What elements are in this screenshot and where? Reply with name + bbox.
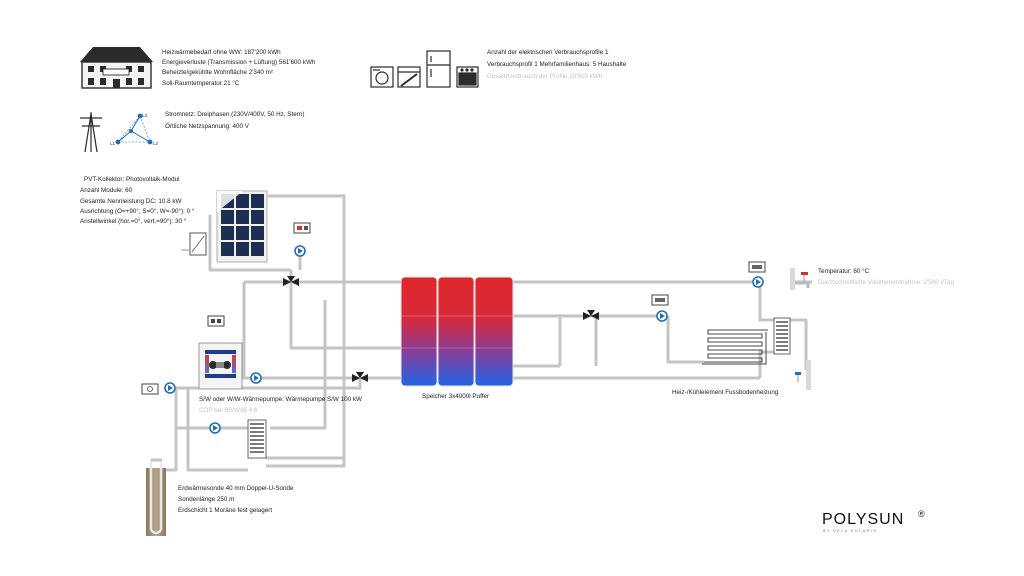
pump-icon: [656, 310, 668, 322]
controller-icon: [207, 315, 225, 327]
building-line: Beheizte/gekühlte Wohnfläche 2'340 m²: [162, 69, 273, 76]
appliance-icons: [370, 50, 479, 88]
house-icon: [80, 47, 153, 89]
profiles-line: Verbrauchsprofil 1 Mehrfamilienhaus: 5 H…: [487, 61, 627, 68]
inverter-icon: [181, 232, 207, 256]
borehole-line: Sondenlänge 250 m: [178, 496, 234, 503]
storage-tank: [474, 276, 514, 387]
pvt-line: PVT-Kollektor: Photovoltaik-Modul: [84, 176, 180, 183]
heat-pump-info: S/W oder W/W-Wärmepumpe: Wärmepumpe S/W …: [199, 396, 364, 414]
hot-water-consumption: Durchschnittliche Volumenentnahme: 2'500…: [818, 279, 954, 286]
floor-heating-coil-icon: [702, 329, 768, 365]
heat-pump-cop: COP bei B0/W35 4.6: [199, 407, 258, 414]
pvt-line: Gesamte Nennleistung DC: 10.8 kW: [80, 198, 182, 205]
pump-icon: [250, 372, 262, 384]
electric-profiles-info: Anzahl der elektrischen Verbrauchsprofil…: [487, 49, 628, 80]
storage-tanks: [400, 276, 514, 387]
hot-water-temperature: Temperatur: 60 °C: [818, 267, 870, 275]
valve-icon: [283, 276, 299, 286]
controller-icon: [651, 294, 669, 306]
fridge-icon: [426, 50, 451, 88]
grid-line: Örtliche Netzspannung: 400 V: [165, 122, 250, 130]
pump-icon: [294, 245, 306, 257]
brand-logo: POLYSUN ®: [822, 509, 925, 528]
building-line: Soll-Raumtemperatur 21 °C: [162, 79, 240, 87]
heat-pump-label: S/W oder W/W-Wärmepumpe: Wärmepumpe S/W …: [199, 396, 362, 403]
dishwasher-icon: [397, 66, 421, 88]
washing-machine-icon: [370, 66, 394, 88]
grid-line: Stromnetz: Dreiphasen (230V/400V, 50 Hz,…: [165, 111, 304, 118]
storage-label: Speicher 3x4000l Puffer: [422, 393, 489, 400]
controller-icon: [141, 383, 159, 395]
cold-water-inlet-icon: [795, 360, 811, 390]
valve-icon: [352, 372, 368, 382]
brand-mark: ®: [918, 509, 925, 519]
building-line: Heizwärmebedarf ohne WW: 187'200 kWh: [162, 49, 281, 56]
borehole-icon: [146, 458, 166, 536]
storage-tank: [437, 276, 475, 387]
heat-exchanger-icon: [247, 419, 267, 459]
heat-pump-icon: [198, 342, 243, 390]
pump-icon: [164, 382, 176, 394]
valve-icon: [583, 310, 599, 320]
borehole-line: Erdschicht 1 Moräne fest gelagert: [178, 507, 272, 514]
profiles-line: Anzahl der elektrischen Verbrauchsprofil…: [487, 49, 609, 56]
borehole-line: Erdwärmesonde 40 mm Doppel-U-Sonde: [178, 485, 294, 492]
pvt-line: Anstellwinkel (hor.=0°, vert.=90°): 30 °: [80, 217, 187, 225]
star-connection-icon: [115, 113, 153, 145]
pvt-info: PVT-Kollektor: Photovoltaik-Modul Anzahl…: [80, 176, 196, 225]
hot-water-info: Temperatur: 60 °C Durchschnittliche Volu…: [818, 267, 954, 286]
pvt-line: Anzahl Module: 60: [80, 187, 133, 194]
brand-tagline: BY VELA SOLARIS: [823, 529, 877, 533]
pv-panel-icon: [216, 190, 268, 263]
storage-tank: [400, 276, 438, 387]
profiles-total: Gesamtverbrauch der Profile 20'500 kWh: [487, 73, 603, 80]
phase-label: L3: [142, 113, 148, 118]
building-info: Heizwärmebedarf ohne WW: 187'200 kWh Ene…: [162, 49, 317, 87]
borehole-info: Erdwärmesonde 40 mm Doppel-U-Sonde Sonde…: [178, 485, 295, 514]
phase-labels: L1 L2 L3: [110, 113, 159, 146]
power-pylon-icon: [80, 112, 102, 153]
heat-exchanger-icon: [773, 317, 791, 355]
phase-label: L1: [110, 141, 116, 146]
stove-icon: [456, 66, 479, 88]
controller-icon: [748, 261, 766, 273]
brand-name: POLYSUN: [822, 511, 904, 528]
pvt-line: Ausrichtung (O=+90°, S=0°, W=-90°): 0 °: [80, 207, 195, 215]
building-line: Energieverluste (Transmission + Lüftung)…: [162, 59, 316, 66]
phase-label: L2: [153, 141, 159, 146]
tap-icon: [790, 268, 810, 290]
floor-heating-label: Heiz-/Kühlelement Fussbodenheizung: [672, 389, 779, 396]
pump-icon: [209, 422, 221, 434]
pump-icon: [752, 276, 764, 288]
pipe-network: [162, 194, 812, 472]
grid-info: Stromnetz: Dreiphasen (230V/400V, 50 Hz,…: [165, 111, 306, 130]
controller-icon: [293, 222, 311, 234]
